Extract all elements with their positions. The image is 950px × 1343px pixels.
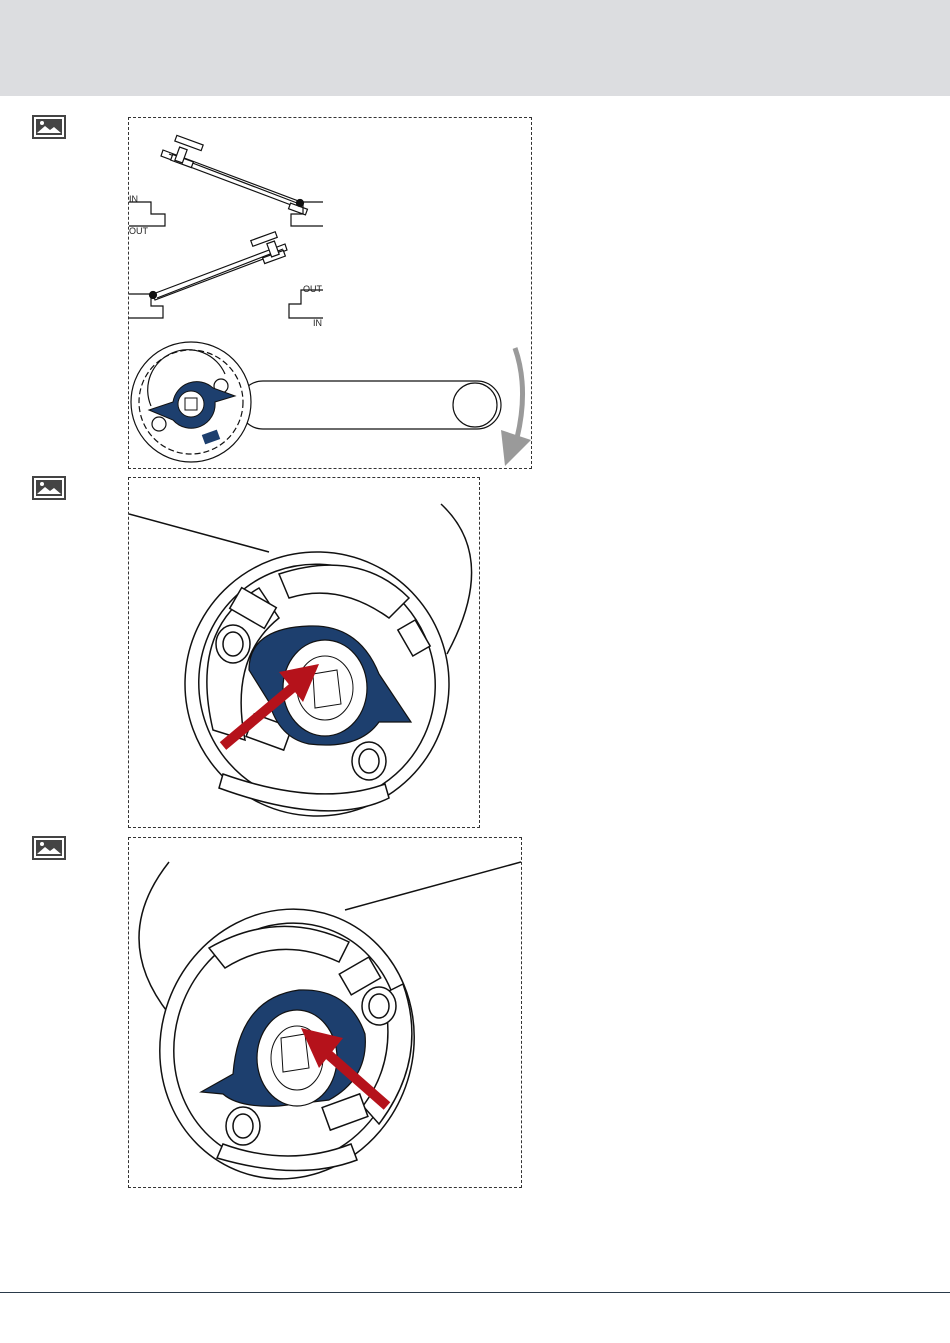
lever-handle — [239, 381, 501, 429]
door-diagram-bottom — [129, 232, 323, 318]
figure-rosette-left — [128, 837, 522, 1188]
door-diagram-top — [129, 135, 323, 226]
image-icon — [32, 836, 66, 860]
label-in-bottom: IN — [313, 318, 322, 328]
rotation-arrow-icon — [501, 348, 531, 466]
image-icon — [32, 115, 66, 139]
label-out-top: OUT — [129, 226, 149, 236]
label-in-top: IN — [129, 194, 138, 204]
figure-rosette-right — [128, 477, 480, 828]
footer-rule — [0, 1292, 950, 1293]
figure-door-orientation: IN OUT OUT IN — [128, 117, 532, 469]
image-icon — [32, 476, 66, 500]
header-band — [0, 0, 950, 96]
label-out-bottom: OUT — [303, 284, 323, 294]
